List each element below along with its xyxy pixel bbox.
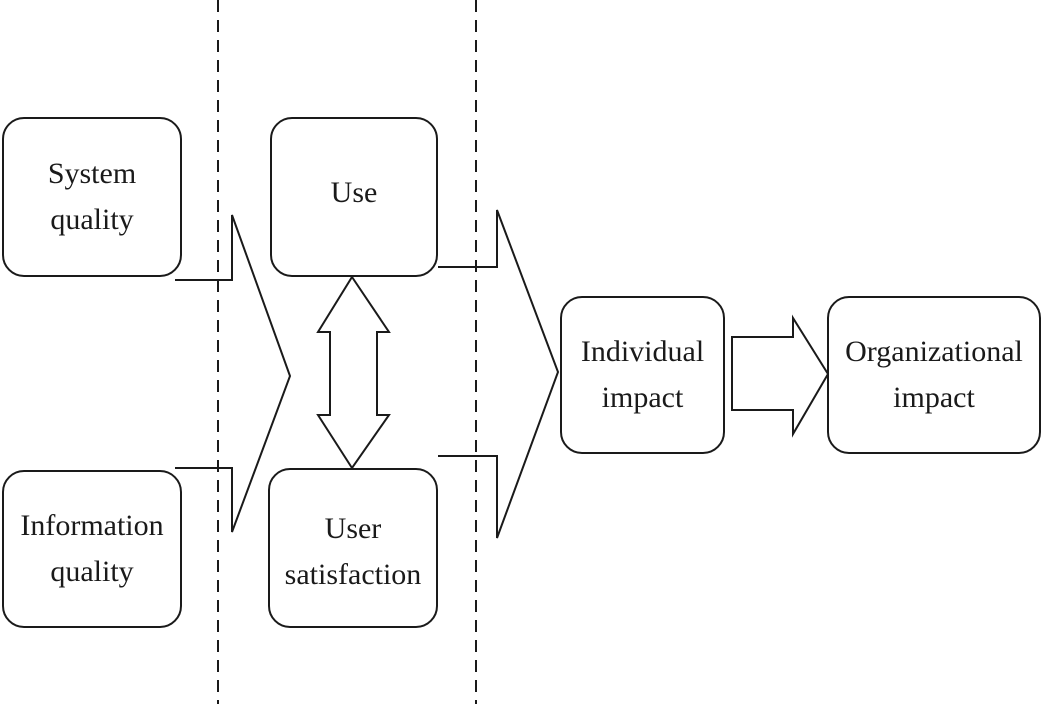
arrow-individual-to-organizational bbox=[731, 314, 830, 438]
node-label-line: Individual bbox=[580, 334, 705, 368]
node-organizational-impact: Organizational impact bbox=[827, 296, 1041, 454]
node-label-line: System bbox=[47, 156, 137, 190]
node-label: Use bbox=[331, 170, 378, 225]
node-individual-impact: Individual impact bbox=[560, 296, 725, 454]
node-information-quality: Information quality bbox=[2, 470, 182, 628]
node-label: System quality bbox=[48, 151, 136, 244]
node-label: Organizational impact bbox=[845, 329, 1023, 422]
node-label-line: quality bbox=[50, 203, 134, 236]
node-label: User satisfaction bbox=[285, 498, 422, 599]
merge-arrow-to-individual bbox=[438, 209, 560, 539]
node-label-line: Organizational bbox=[845, 334, 1023, 368]
node-label-line: impact bbox=[893, 381, 975, 414]
node-label-line: quality bbox=[50, 555, 134, 588]
merge-arrow-quality bbox=[175, 214, 292, 533]
node-label-line: Information bbox=[20, 508, 164, 542]
node-label: Information quality bbox=[20, 503, 163, 596]
node-system-quality: System quality bbox=[2, 117, 182, 277]
node-use: Use bbox=[270, 117, 438, 277]
node-label: Individual impact bbox=[581, 329, 704, 422]
node-label-line: satisfaction bbox=[284, 558, 422, 591]
node-label-line: impact bbox=[601, 381, 684, 414]
node-user-satisfaction: User satisfaction bbox=[268, 468, 438, 628]
node-label-line: User bbox=[324, 511, 382, 545]
node-label-line: Use bbox=[330, 175, 378, 209]
bidirectional-arrow-use-satisfaction bbox=[316, 275, 391, 470]
